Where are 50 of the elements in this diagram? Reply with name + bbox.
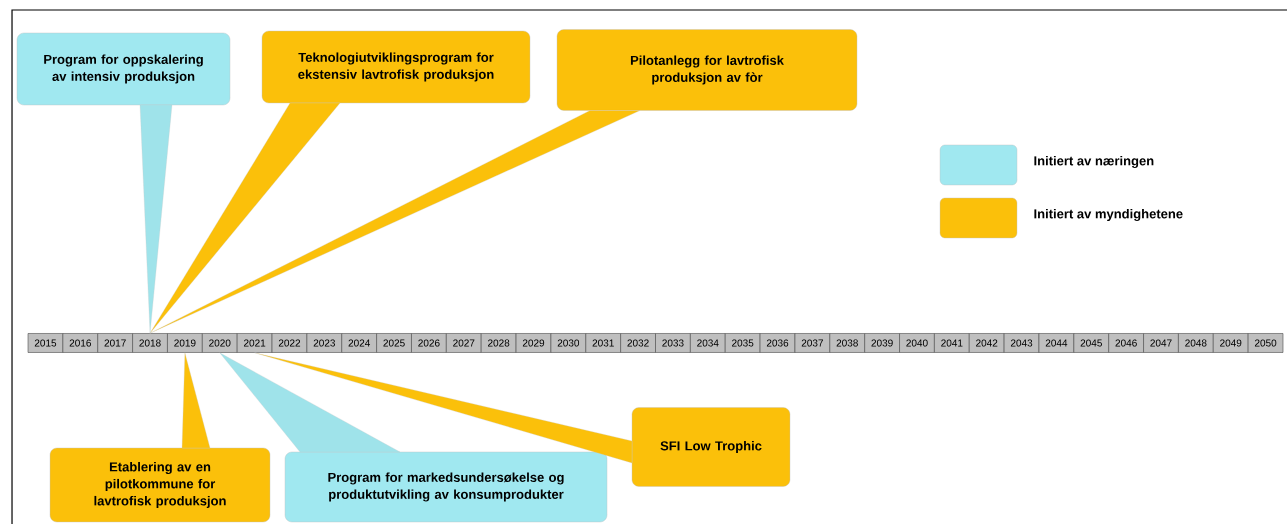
year-cell: 2034 (690, 333, 726, 353)
year-cell: 2022 (271, 333, 308, 353)
year-cell: 2030 (550, 333, 587, 353)
year-cell: 2023 (306, 333, 343, 353)
year-cell: 2036 (759, 333, 796, 353)
callout-box: SFI Low Trophic (631, 407, 791, 487)
year-cell: 2018 (132, 333, 168, 353)
year-cell: 2042 (968, 333, 1005, 353)
year-cell: 2027 (446, 333, 482, 353)
year-cell: 2046 (1108, 333, 1144, 353)
year-cell: 2026 (411, 333, 447, 353)
year-cell: 2016 (62, 333, 99, 353)
callout-box: Teknologiutviklingsprogram for ekstensiv lavtrofisk produksjon (261, 30, 531, 104)
year-cell: 2043 (1003, 333, 1040, 353)
year-cell: 2050 (1247, 333, 1284, 353)
year-cell: 2037 (794, 333, 831, 353)
year-cell: 2033 (655, 333, 691, 353)
callout-box: Etablering av en pilotkommune for lavtrofisk produksjon (49, 447, 271, 523)
year-cell: 2041 (934, 333, 970, 353)
year-cell: 2045 (1073, 333, 1109, 353)
year-cell: 2047 (1143, 333, 1179, 353)
callout-pointer (181, 352, 211, 449)
year-cell: 2019 (167, 333, 203, 353)
callout-pointer (149, 110, 641, 334)
callout-box: Program for oppskalering av intensiv produksjon (16, 32, 231, 106)
legend-label: Initiert av næringen (1034, 155, 1154, 169)
year-cell: 2049 (1213, 333, 1249, 353)
year-cell: 2017 (97, 333, 133, 353)
year-cell: 2029 (515, 333, 552, 353)
year-cell: 2038 (829, 333, 865, 353)
legend-label: Initiert av myndighetene (1034, 208, 1183, 222)
year-cell: 2040 (899, 333, 935, 353)
callout-box: Pilotanlegg for lavtrofisk produksjon av fòr (556, 29, 858, 111)
callout-pointer (139, 104, 173, 334)
callout-box: Program for markedsundersøkelse og produktutvikling av konsumprodukter (284, 451, 608, 523)
year-cell: 2020 (202, 333, 238, 353)
year-cell: 2025 (376, 333, 412, 353)
year-cell: 2032 (620, 333, 656, 353)
year-cell: 2015 (27, 333, 64, 353)
year-cell: 2048 (1178, 333, 1214, 353)
year-cell: 2044 (1038, 333, 1075, 353)
year-cell: 2028 (480, 333, 517, 353)
callout-pointer (254, 352, 633, 464)
year-cell: 2039 (864, 333, 900, 353)
callout-pointer (219, 352, 401, 453)
year-cell: 2035 (724, 333, 761, 353)
callout-pointer (149, 102, 341, 334)
year-cell: 2021 (236, 333, 273, 353)
year-cell: 2024 (341, 333, 377, 353)
year-cell: 2031 (585, 333, 621, 353)
